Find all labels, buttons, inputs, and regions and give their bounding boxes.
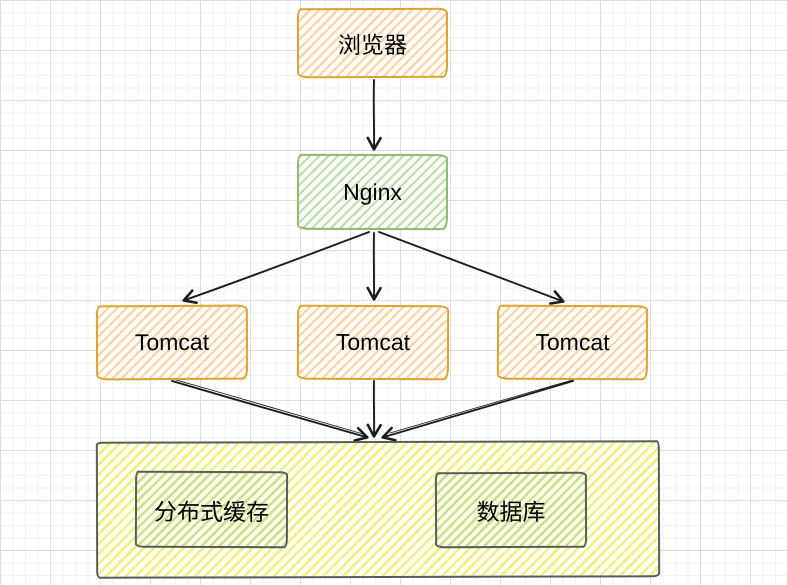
node-tomcat-1[interactable]: Tomcat bbox=[95, 304, 249, 381]
node-tomcat-2[interactable]: Tomcat bbox=[296, 304, 450, 381]
node-nginx-label: Nginx bbox=[343, 178, 402, 205]
edge-tomcat-right-datalayer-overdraw bbox=[389, 378, 577, 434]
node-tomcat-3-label: Tomcat bbox=[535, 328, 610, 356]
node-database[interactable]: 数据库 bbox=[434, 471, 588, 549]
node-tomcat-2-label: Tomcat bbox=[335, 328, 411, 356]
edge-tomcat-left-datalayer[interactable] bbox=[171, 380, 369, 442]
node-tomcat-3[interactable]: Tomcat bbox=[496, 304, 649, 381]
node-cache[interactable]: 分布式缓存 bbox=[134, 470, 289, 549]
node-tomcat-1-label: Tomcat bbox=[134, 328, 210, 356]
node-nginx[interactable]: Nginx bbox=[296, 153, 449, 231]
edge-nginx-tomcat-right[interactable] bbox=[378, 231, 565, 305]
node-cache-label: 分布式缓存 bbox=[153, 498, 270, 525]
edge-tomcat-right-datalayer[interactable] bbox=[381, 380, 574, 442]
edge-nginx-tomcat-left[interactable] bbox=[182, 231, 370, 305]
node-browser[interactable]: 浏览器 bbox=[296, 7, 449, 79]
edge-tomcat-left-datalayer-overdraw bbox=[175, 379, 364, 435]
node-database-label: 数据库 bbox=[476, 498, 546, 526]
node-browser-label: 浏览器 bbox=[337, 31, 408, 59]
